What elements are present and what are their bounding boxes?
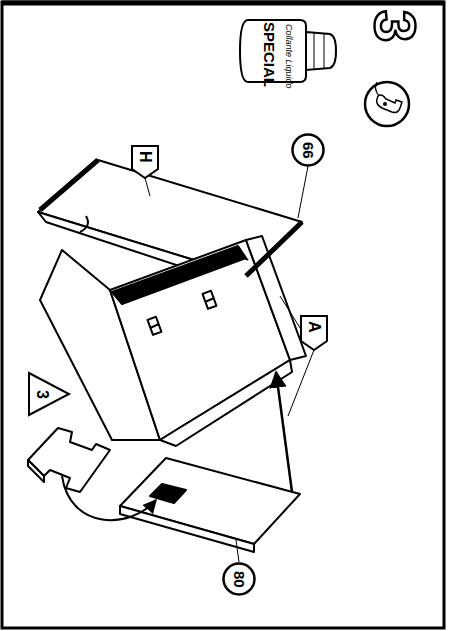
- insert-arrow: [276, 372, 292, 492]
- tray-assembly: [38, 160, 306, 446]
- tag-text: A: [306, 321, 322, 333]
- callout-number: 66: [291, 133, 325, 167]
- frame-bar: [2, 1, 444, 6]
- move-arrow: [62, 476, 156, 520]
- part-tag: A: [301, 316, 327, 350]
- tag-text: 80: [232, 571, 247, 588]
- tag-text: 66: [301, 142, 316, 159]
- part-tag: H: [132, 146, 158, 178]
- page-frame: [2, 2, 444, 628]
- callout-number: 80: [222, 562, 256, 596]
- part-3: [28, 428, 110, 492]
- step-reference: 3: [28, 372, 70, 416]
- tag-text: 3: [34, 390, 50, 399]
- bottle-label: Collante Liquido: [284, 24, 293, 89]
- leader-line: [145, 178, 150, 196]
- step-number: 3: [366, 10, 424, 42]
- whistle-symbol: [365, 82, 409, 126]
- part-80: [120, 458, 300, 552]
- bottle-brand: SPECIAL: [262, 22, 277, 87]
- thick-edge: [40, 160, 98, 210]
- leader-line: [236, 540, 239, 562]
- leader-line: [298, 166, 308, 218]
- tag-text: H: [137, 151, 153, 163]
- leader-line: [288, 350, 314, 416]
- thick-edge: [246, 222, 302, 276]
